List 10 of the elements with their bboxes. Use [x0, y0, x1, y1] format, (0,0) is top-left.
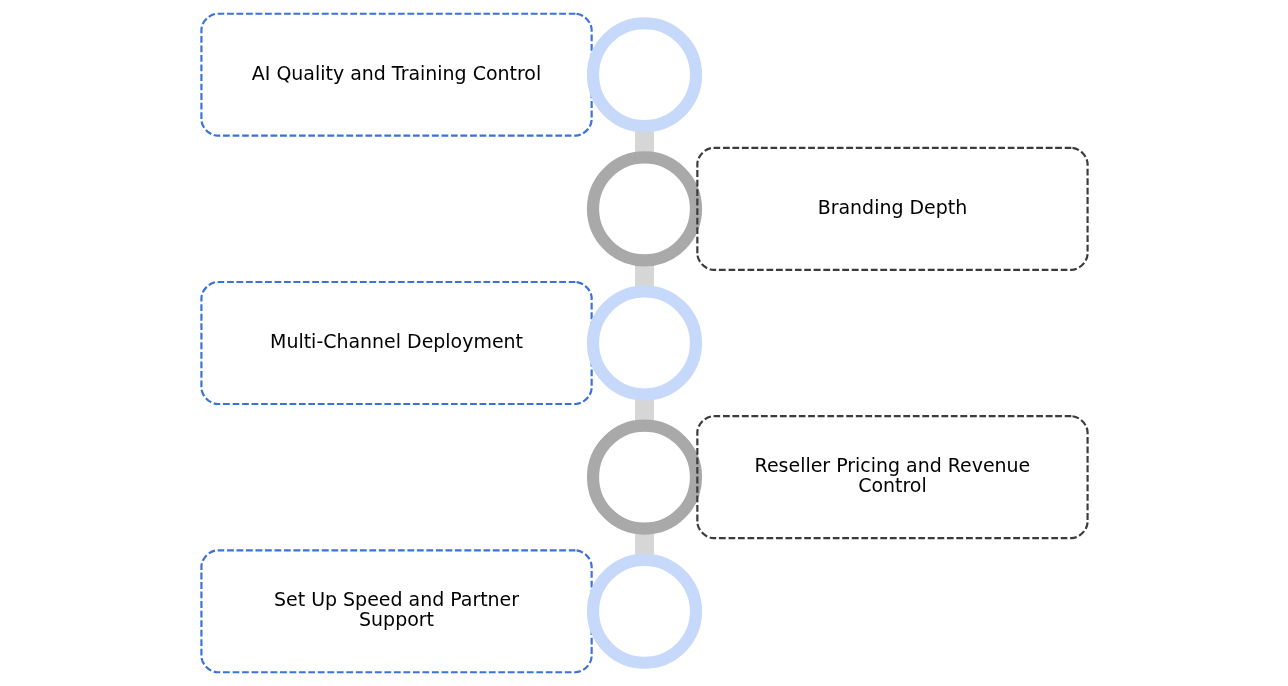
node-box: Branding Depth: [695, 146, 1089, 271]
node-circle: [586, 151, 702, 267]
node-circle: [586, 419, 702, 535]
node-box: AI Quality and Training Control: [199, 12, 593, 137]
node-circle: [586, 553, 702, 669]
node-box: Reseller Pricing and Revenue Control: [695, 415, 1089, 540]
node-circle: [586, 285, 702, 401]
node-box: Set Up Speed and Partner Support: [199, 549, 593, 674]
node-circle: [586, 17, 702, 133]
node-box: Multi-Channel Deployment: [199, 280, 593, 406]
